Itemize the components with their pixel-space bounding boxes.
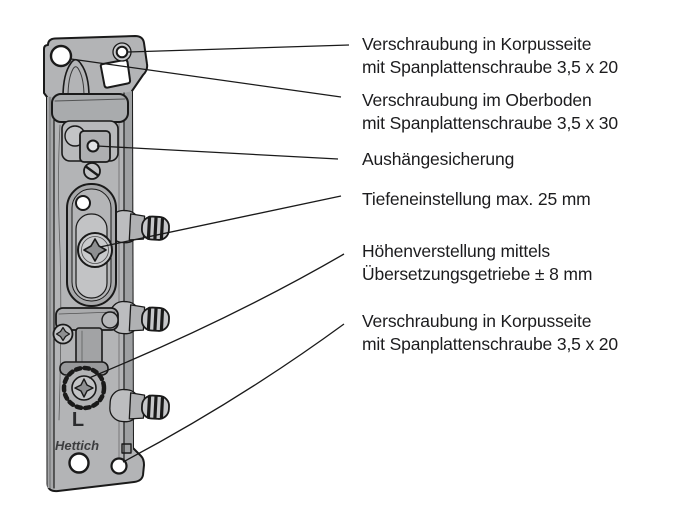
slotted-screw [83,162,101,180]
leader-korpusseite-bottom [122,323,345,463]
annotation-text-line: mit Spanplattenschraube 3,5 x 20 [362,334,618,354]
safety-catch-hole [86,139,100,153]
height-rail-ridge [58,311,116,315]
wall-bracket: L Hettich [43,35,170,493]
rail-end-knob [101,311,119,329]
left-fold-face [47,97,54,489]
leader-lines [70,44,350,463]
orientation-marking: L [72,409,84,431]
annotation-tiefeneinstellung: Tiefeneinstellung max. 25 mm [362,188,591,211]
bottom-notch [121,443,132,454]
leader-hoehenverstellung [88,253,345,379]
annotation-text-line: mit Spanplattenschraube 3,5 x 20 [362,57,618,77]
leader-aushaengesicherung [96,145,339,160]
right-fold-face [124,91,133,454]
annotation-aushaengesicherung: Aushängesicherung [362,148,514,171]
side-phillips-screw [52,323,74,345]
leader-korpusseite-top [127,44,350,53]
brand-logo: Hettich [55,438,99,453]
arch-emboss-inner [67,66,85,98]
screw-hole-top-left [49,44,73,68]
annotation-korpusseite-top: Verschraubung in Korpusseite mit Spanpla… [362,33,618,79]
hook-clamp-ridge [54,98,126,102]
annotation-text-line: Übersetzungsgetriebe ± 8 mm [362,264,593,284]
leader-oberboden [70,58,342,98]
screw-hole-top-right [115,45,129,59]
annotation-text-line: Tiefeneinstellung max. 25 mm [362,189,591,209]
height-adjust-gear [61,365,107,411]
hook-clamp [51,93,129,123]
screw-hole-bottom-left [68,452,90,474]
annotation-text-line: Verschraubung im Oberboden [362,90,592,110]
annotation-oberboden: Verschraubung im Oberboden mit Spanplatt… [362,89,618,135]
annotation-text-line: Aushängesicherung [362,149,515,169]
annotation-text-line: Verschraubung in Korpusseite [362,34,592,54]
annotation-hoehenverstellung: Höhenverstellung mittels Übersetzungsget… [362,240,592,286]
slide-hole [75,195,91,211]
annotation-korpusseite-bottom: Verschraubung in Korpusseite mit Spanpla… [362,310,618,356]
depth-adjust-screw [77,232,113,268]
annotation-text-line: Höhenverstellung mittels [362,241,551,261]
leader-tiefeneinstellung [99,195,342,248]
mounting-dowel-1 [109,209,170,244]
annotation-text-line: mit Spanplattenschraube 3,5 x 30 [362,113,618,133]
mounting-dowel-3 [109,388,170,423]
annotation-text-line: Verschraubung in Korpusseite [362,311,592,331]
screw-hole-bottom-right [110,457,128,475]
